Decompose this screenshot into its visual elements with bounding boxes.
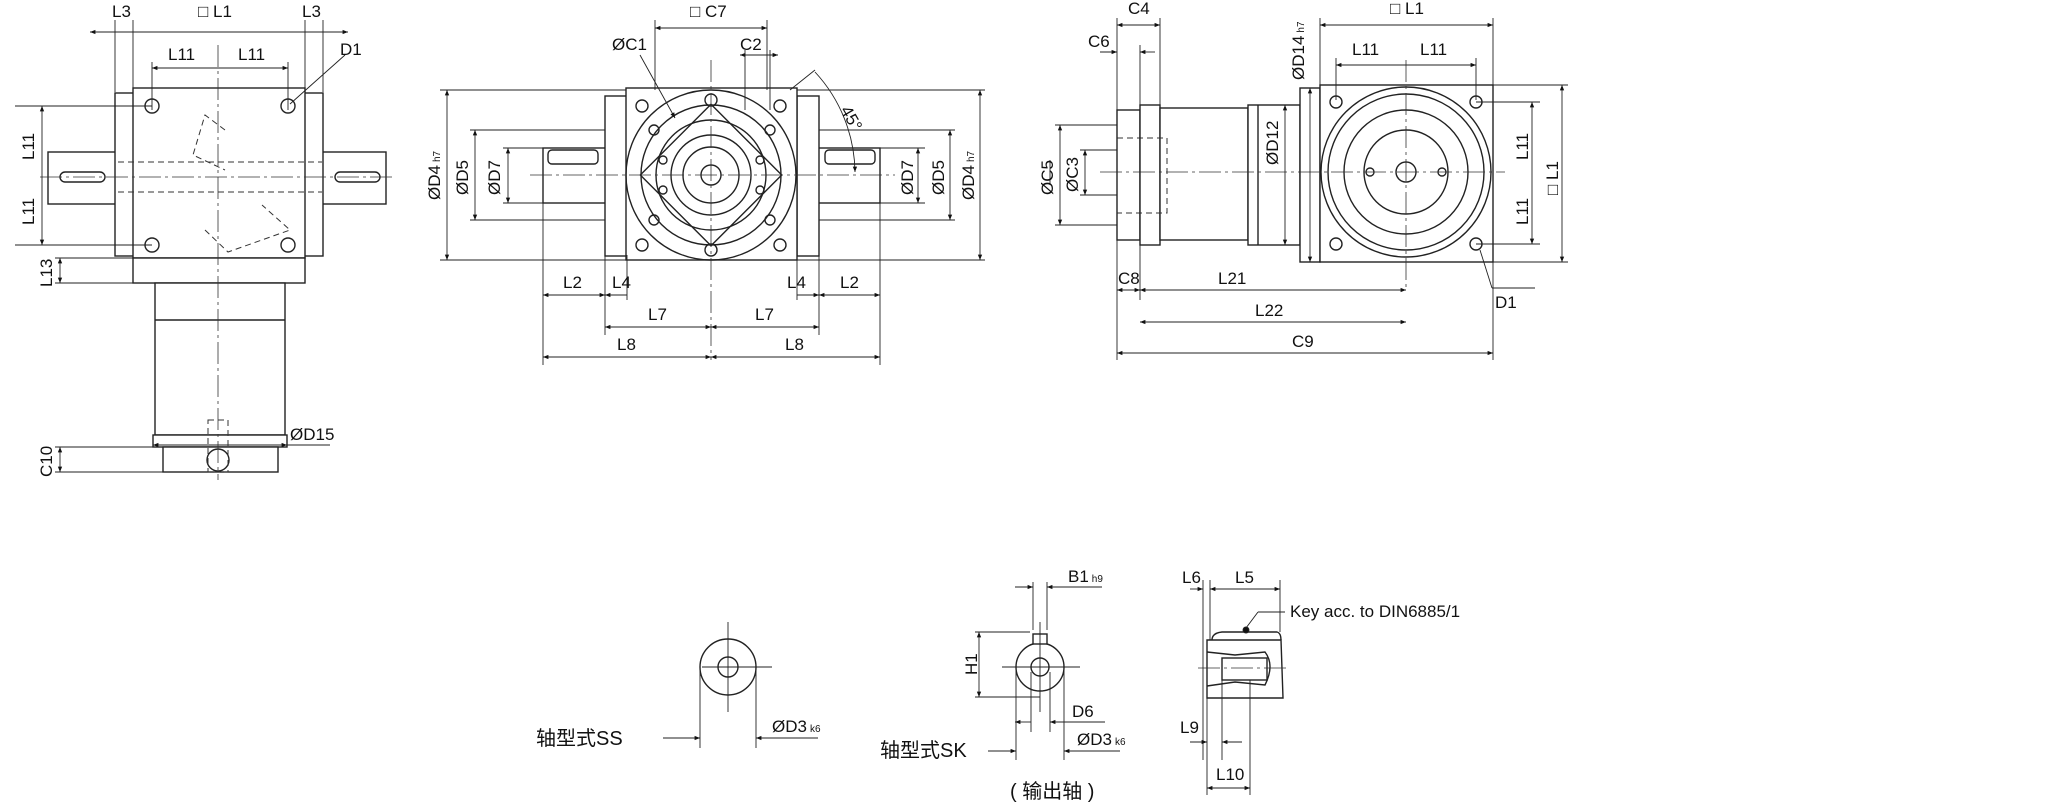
side-d7-right: ØD7 — [898, 160, 917, 195]
front-l3-left: L3 — [112, 2, 131, 21]
end-l1-top: □ L1 — [1390, 0, 1424, 18]
end-l11-a: L11 — [1352, 40, 1379, 59]
key-detail-view: L6 L5 Key acc. to DIN6885/1 L9 L10 — [1180, 568, 1460, 795]
side-c1: ØC1 — [612, 35, 647, 54]
key-l6: L6 — [1182, 568, 1201, 587]
front-l11-b: L11 — [238, 45, 265, 64]
front-l3-right: L3 — [302, 2, 321, 21]
side-l8-left: L8 — [617, 335, 636, 354]
end-c6: C6 — [1088, 32, 1110, 51]
end-d14: ØD14h7 — [1289, 21, 1308, 80]
side-c2: C2 — [740, 35, 762, 54]
key-note: Key acc. to DIN6885/1 — [1290, 602, 1460, 621]
end-l11-b: L11 — [1420, 40, 1447, 59]
end-c4: C4 — [1128, 0, 1150, 18]
side-l8-right: L8 — [785, 335, 804, 354]
end-l11-v1: L11 — [1513, 133, 1532, 160]
side-l2-right: L2 — [840, 273, 859, 292]
end-c9: C9 — [1292, 332, 1314, 351]
front-d15: ØD15 — [290, 425, 334, 444]
side-c7: □ C7 — [690, 2, 727, 21]
front-d1: D1 — [340, 40, 362, 59]
side-view: □ C7 ØC1 C2 45° ØD4h7 ØD5 ØD7 ØD7 ØD5 ØD… — [425, 2, 985, 365]
front-l11-v1: L11 — [19, 133, 38, 160]
shaft-sk-title: 轴型式SK — [880, 739, 967, 762]
side-d5-left: ØD5 — [453, 160, 472, 195]
end-d12: ØD12 — [1263, 121, 1282, 165]
end-d1: D1 — [1495, 293, 1517, 312]
end-view: C4 C6 □ L1 ØD14h7 L11 L11 ØC5 ØC3 ØD12 L… — [1038, 0, 1568, 360]
side-l7-right: L7 — [755, 305, 774, 324]
front-view: L3 □ L1 L3 L11 L11 D1 L11 L11 L13 ØD15 C… — [15, 2, 395, 480]
side-l4-left: L4 — [612, 273, 631, 292]
shaft-ss-title: 轴型式SS — [536, 727, 623, 750]
key-l9: L9 — [1180, 718, 1199, 737]
end-c5: ØC5 — [1038, 160, 1057, 195]
front-l13: L13 — [37, 259, 56, 287]
shaft-sk-d6: D6 — [1072, 702, 1094, 721]
side-l7-left: L7 — [648, 305, 667, 324]
front-l1: □ L1 — [198, 2, 232, 21]
side-d4-left: ØD4h7 — [425, 150, 444, 200]
end-l1-right: □ L1 — [1543, 161, 1562, 195]
key-l10: L10 — [1216, 765, 1244, 784]
front-c10: C10 — [37, 446, 56, 477]
side-d4-right: ØD4h7 — [959, 150, 978, 200]
side-d7-left: ØD7 — [485, 160, 504, 195]
end-c8: C8 — [1118, 269, 1140, 288]
end-c3: ØC3 — [1063, 157, 1082, 192]
end-l22: L22 — [1255, 301, 1283, 320]
shaft-sk-h1: H1 — [962, 653, 981, 675]
side-l4-right: L4 — [787, 273, 806, 292]
key-l5: L5 — [1235, 568, 1254, 587]
front-l11-a: L11 — [168, 45, 195, 64]
end-l21: L21 — [1218, 269, 1246, 288]
front-l11-v2: L11 — [19, 198, 38, 225]
shaft-sk-subtitle: ( 输出轴 ) — [1010, 780, 1094, 803]
side-d5-right: ØD5 — [929, 160, 948, 195]
side-angle: 45° — [837, 103, 866, 135]
end-l11-v2: L11 — [1513, 198, 1532, 225]
side-l2-left: L2 — [563, 273, 582, 292]
